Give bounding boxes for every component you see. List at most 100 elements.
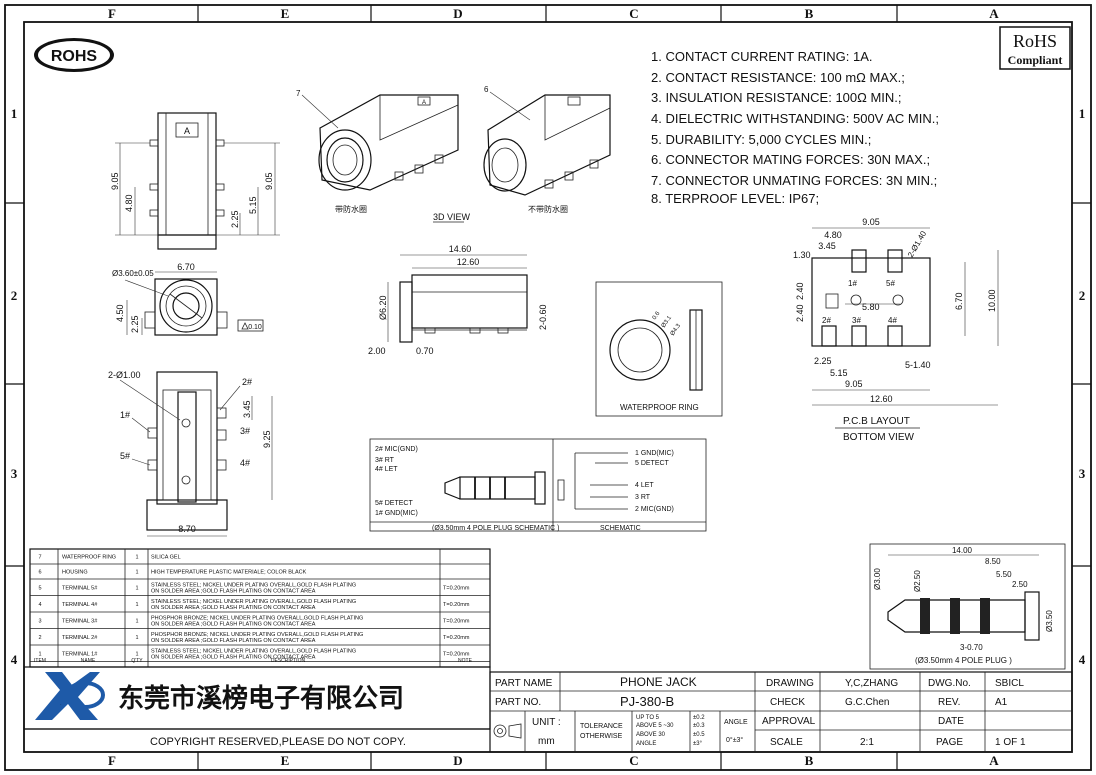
bom-row-5-desc-1: STAINLESS STEEL; NICKEL UNDER PLATING OV…	[151, 582, 356, 588]
col-label-c-top: C	[629, 6, 638, 21]
page-value: 1 OF 1	[995, 737, 1026, 748]
dim-pcb-905: 9.05	[862, 217, 880, 227]
bom-row-1-item: 1	[38, 651, 41, 657]
dim-plug-250: 2.50	[1012, 580, 1028, 589]
bottom-view: 2-Ø1.00 2# 1# 3# 5# 4# 3.45 9.25 8.70	[108, 370, 273, 537]
sch-left-4: 5# DETECT	[375, 500, 413, 507]
bom-row-6-desc: HIGH TEMPERATURE PLASTIC MATERIALE; COLO…	[151, 570, 307, 576]
col-label-d-top: D	[453, 6, 462, 21]
bom-row-6-item: 6	[38, 570, 41, 576]
bom-row-2-desc-1: PHOSPHOR BRONZE; NICKEL UNDER PLATING OV…	[151, 632, 363, 638]
bom-row-1-desc-1: STAINLESS STEEL; NICKEL UNDER PLATING OV…	[151, 648, 356, 654]
top-view: 6.70 Ø3.60±0.05 4.50 2.25 0.10	[112, 262, 264, 336]
rohs-logo-text: ROHS	[51, 48, 98, 65]
dim-top-phi: Ø3.60±0.05	[112, 269, 154, 278]
3d-label-7: 7	[296, 89, 301, 98]
sch-right-5: 2 MIC(GND)	[635, 506, 674, 513]
pcb-pin-5: 5#	[886, 279, 895, 288]
dim-top-225: 2.25	[130, 315, 140, 333]
col-label-b-top: B	[805, 6, 814, 21]
bom-row-5-desc-2: ON SOLDER AREA ;GOLD FLASH PLATING ON CO…	[151, 588, 316, 594]
tol-row-4-value: ±3°	[693, 741, 703, 747]
sch-left-5: 1# GND(MIC)	[375, 510, 418, 517]
bom-row-7-qty: 1	[135, 555, 138, 561]
dim-ring-a: 0.6	[652, 310, 662, 321]
company-name: 东莞市溪榜电子有限公司	[118, 683, 404, 713]
projection-symbol	[493, 723, 522, 739]
pcb-pin-4: 4#	[888, 316, 897, 325]
3d-label-6: 6	[484, 85, 489, 94]
dim-side-070: 0.70	[416, 346, 434, 356]
waterproof-ring-view: 0.6 Ø3.1 Ø4.3 WATERPROOF RING	[595, 281, 723, 417]
dim-plug-850: 8.50	[985, 557, 1001, 566]
col-label-d-bottom: D	[453, 753, 462, 768]
front-view: A 9.05 4.80 9.05 2.25 5.15	[110, 112, 280, 250]
dim-plug-350: Ø3.50	[1045, 610, 1054, 632]
dim-pcb-515: 5.15	[830, 368, 848, 378]
col-label-a-bottom: A	[989, 753, 999, 768]
dim-plug-550: 5.50	[996, 570, 1012, 579]
spec-7: 7. CONNECTOR UNMATING FORCES: 3N MIN.;	[651, 173, 937, 188]
pcb-pin-3: 3#	[852, 316, 861, 325]
part-no-value: PJ-380-B	[620, 694, 674, 709]
company-logo: XJ	[35, 672, 105, 720]
dim-front-480: 4.80	[124, 194, 134, 212]
bom-row-3-name: TERMINAL 3#	[62, 618, 98, 624]
dim-pcb-240a: 2.40	[795, 282, 805, 300]
row-label-4-right: 4	[1079, 652, 1086, 667]
dim-top-010: 0.10	[248, 324, 262, 331]
dwg-value: SBICL	[995, 678, 1024, 689]
row-label-3-left: 3	[11, 466, 18, 481]
row-label-4-left: 4	[11, 652, 18, 667]
dim-front-905b: 9.05	[264, 172, 274, 190]
dim-side-1260: 12.60	[457, 257, 480, 267]
front-marker-a: A	[184, 126, 190, 136]
scale-label: SCALE	[770, 737, 803, 748]
bom-header-note: NOTE	[458, 658, 473, 664]
dim-pcb-1260: 12.60	[870, 394, 893, 404]
bom-header-qty: Q'TY	[131, 658, 143, 664]
col-label-f-bottom: F	[108, 753, 116, 768]
rohs-logo: ROHS	[34, 38, 114, 72]
3d-view-without-ring: 6 不带防水圈	[483, 85, 611, 214]
rohs-compliant-line1: RoHS	[1013, 31, 1057, 51]
3d-without-ring-label: 不带防水圈	[528, 204, 568, 214]
date-label: DATE	[938, 716, 964, 727]
tol-row-1-label: UP TO 5	[636, 715, 660, 721]
dim-ring-c: Ø4.3	[670, 323, 683, 338]
bom-row-1-note: T=0.20mm	[443, 651, 470, 657]
dim-bottom-925: 9.25	[262, 430, 272, 448]
spec-4: 4. DIELECTRIC WITHSTANDING: 500V AC MIN.…	[651, 111, 939, 126]
tol-row-2-value: ±0.3	[693, 723, 705, 729]
check-label: CHECK	[770, 697, 805, 708]
3d-view-with-ring: A 7 带防水圈	[296, 89, 459, 214]
dim-pcb-225: 2.25	[814, 356, 832, 366]
part-name-value: PHONE JACK	[620, 675, 697, 689]
check-value: G.C.Chen	[845, 697, 889, 708]
sch-right-1: 1 GND(MIC)	[635, 450, 674, 457]
bom-row-4-item: 4	[38, 602, 41, 608]
pin-label-5: 5#	[120, 451, 130, 461]
side-view: 14.60 12.60 Ø6.20 2-0.60 2.00 0.70	[368, 244, 548, 356]
dim-pcb-580: 5.80	[862, 302, 880, 312]
3d-with-ring-label: 带防水圈	[335, 204, 367, 214]
title-block: PART NAME PHONE JACK PART NO. PJ-380-B U…	[489, 671, 1073, 753]
pcb-layout-title: P.C.B LAYOUT	[843, 416, 910, 427]
bom-row-3-qty: 1	[135, 618, 138, 624]
dim-side-060: 2-0.60	[538, 304, 548, 330]
spec-2: 2. CONTACT RESISTANCE: 100 mΩ MAX.;	[651, 70, 905, 85]
part-no-label: PART NO.	[495, 697, 541, 708]
plug-caption: (Ø3.50mm 4 POLE PLUG )	[915, 656, 1012, 665]
schematic-box: 2# MIC(GND) 3# RT 4# LET 5# DETECT 1# GN…	[369, 438, 707, 532]
dim-plug-070: 3-0.70	[960, 643, 983, 652]
bom-header-item: ITEM	[34, 658, 46, 664]
bom-row-5-qty: 1	[135, 585, 138, 591]
tol-row-3-label: ABOVE 30	[636, 732, 666, 738]
angle-label: ANGLE	[724, 719, 748, 726]
spec-8: 8. TERPROOF LEVEL: IP67;	[651, 191, 819, 206]
rohs-compliant-badge: RoHS Compliant	[999, 26, 1071, 70]
bom-row-3-item: 3	[38, 618, 41, 624]
bom-row-7-item: 7	[38, 555, 41, 561]
copyright-notice: COPYRIGHT RESERVED,PLEASE DO NOT COPY.	[150, 736, 406, 748]
